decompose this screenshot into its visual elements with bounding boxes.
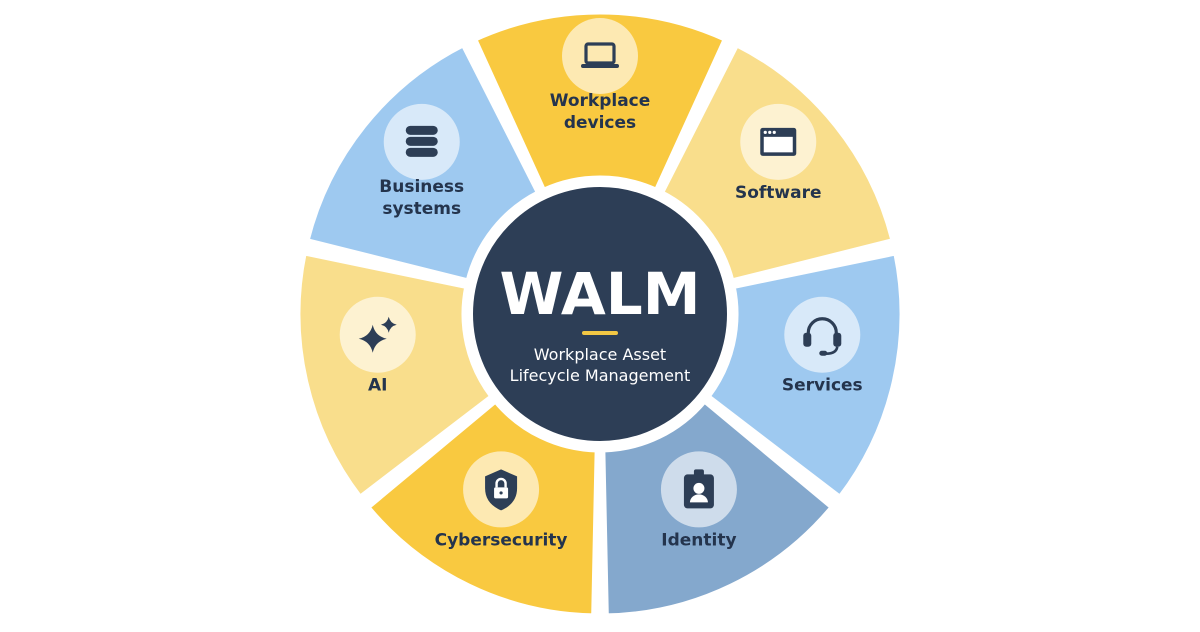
database-icon xyxy=(405,125,438,157)
segment-label-workplace-devices-line2: devices xyxy=(564,113,636,133)
segment-label-business-systems-line1: Business xyxy=(379,177,464,197)
shield-lock-icon xyxy=(485,469,518,511)
segment-ai[interactable]: AI xyxy=(295,250,495,500)
segment-label-identity: Identity xyxy=(661,530,736,550)
segment-label-services: Services xyxy=(782,376,863,396)
center-title: WALM xyxy=(500,260,701,328)
segment-label-ai: AI xyxy=(368,376,387,396)
segment-shape-workplace-devices xyxy=(472,9,728,193)
icon-circle-services xyxy=(784,296,861,373)
id-badge-icon xyxy=(683,469,714,509)
browser-window-icon xyxy=(760,127,797,156)
center-subtitle-line1: Workplace Asset xyxy=(534,345,666,364)
laptop-icon xyxy=(581,42,619,68)
segment-software[interactable]: Software xyxy=(659,42,896,284)
center-accent-line xyxy=(582,331,618,335)
segment-label-workplace-devices-line1: Workplace xyxy=(550,91,651,111)
headset-icon xyxy=(803,317,842,356)
segment-identity[interactable]: Identity xyxy=(600,398,835,619)
icon-circle-workplace-devices xyxy=(562,18,638,94)
segments-layer: WorkplacedevicesSoftwareServicesIdentity… xyxy=(295,9,905,619)
segment-label-cybersecurity: Cybersecurity xyxy=(435,530,568,550)
segment-label-business-systems-line2: systems xyxy=(382,199,461,219)
center-hub: WALM Workplace Asset Lifecycle Managemen… xyxy=(467,181,733,447)
segment-services[interactable]: Services xyxy=(705,250,905,500)
center-circle xyxy=(467,181,733,447)
segment-label-software: Software xyxy=(735,183,822,203)
center-subtitle-line2: Lifecycle Management xyxy=(510,366,691,385)
sparkles-icon xyxy=(358,316,397,353)
segment-cybersecurity[interactable]: Cybersecurity xyxy=(365,398,600,619)
